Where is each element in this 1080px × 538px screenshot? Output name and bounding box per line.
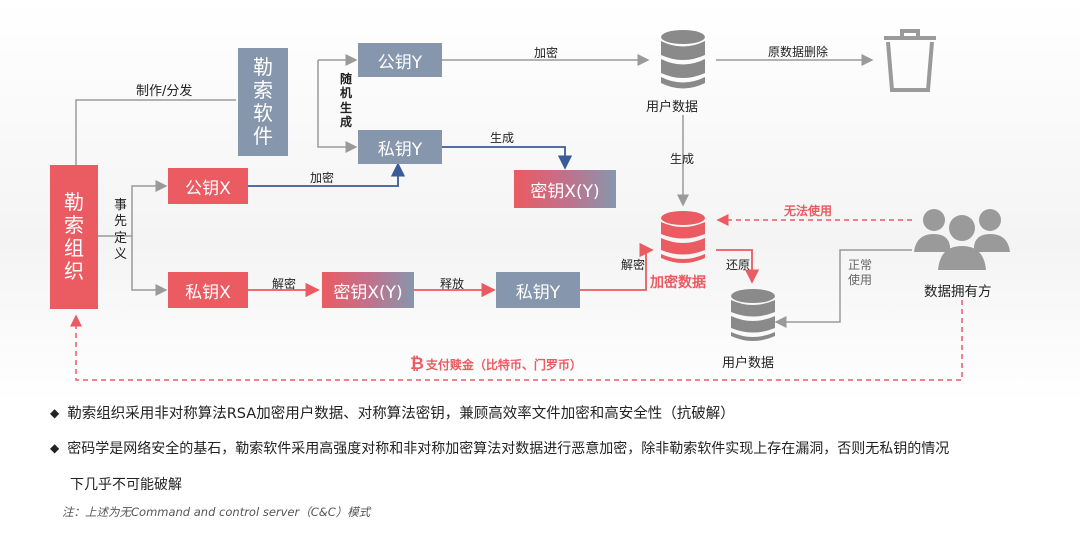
database-icon xyxy=(731,289,775,341)
trash-icon xyxy=(884,29,936,92)
bullet-2-cont: 下几乎不可能破解 xyxy=(70,477,182,493)
pay-ransom-line xyxy=(70,300,963,381)
private-x-box: 私钥X xyxy=(168,272,248,308)
cannot-use-label: 无法使用 xyxy=(784,204,833,218)
bullet-2-text: 密码学是网络安全的基石，勒索软件采用高强度对称和非对称加密算法对数据进行恶意加密… xyxy=(67,441,950,457)
user-data-bottom-label: 用户数据 xyxy=(722,356,775,371)
private-y2-box: 私钥Y xyxy=(496,272,580,308)
to-public-x-line xyxy=(98,180,168,237)
encrypt-mid-line xyxy=(248,162,406,187)
encrypt-top-label: 加密 xyxy=(534,46,559,60)
orig-delete-label: 原数据删除 xyxy=(768,45,829,59)
decrypt-right-label: 解密 xyxy=(621,258,646,272)
ransomware-box: 勒索软件 xyxy=(238,48,288,156)
user-data-top-label: 用户数据 xyxy=(646,100,699,115)
bullet-2: ◆ 密码学是网络安全的基石，勒索软件采用高强度对称和非对称加密算法对数据进行恶意加… xyxy=(50,438,949,458)
ransom-org-box: 勒索组织 xyxy=(50,165,98,309)
users-icon xyxy=(914,209,1010,270)
bullet-1: ◆ 勒索组织采用非对称算法RSA加密用户数据、对称算法密钥，兼顾高效率文件加密和高… xyxy=(50,402,735,423)
generate-top-label: 生成 xyxy=(490,131,515,145)
key-xy-mid-box: 密钥X(Y) xyxy=(322,272,414,308)
decrypt-right-line xyxy=(580,242,654,291)
private-y-box: 私钥Y xyxy=(358,130,442,164)
encrypt-mid-label: 加密 xyxy=(310,171,335,185)
random-gen-label: 随机生成 xyxy=(340,72,353,130)
bitcoin-icon: ₿ xyxy=(410,354,424,374)
pay-ransom-label: 支付赎金（比特币、门罗币） xyxy=(425,357,582,372)
normal-use-line xyxy=(774,249,912,328)
public-y-box: 公钥Y xyxy=(358,43,442,77)
predefined-label: 事先定义 xyxy=(114,198,128,262)
public-x-box: 公钥X xyxy=(168,168,248,204)
to-private-y-line xyxy=(317,60,358,153)
footnote: 注：上述为无Command and control server（C&C）模式 xyxy=(62,505,371,519)
diamond-icon: ◆ xyxy=(50,405,60,420)
encrypted-data-label: 加密数据 xyxy=(650,275,706,291)
decrypt-bottom-label: 解密 xyxy=(272,277,297,291)
database-icon xyxy=(661,211,705,263)
restore-label: 还原 xyxy=(726,258,751,272)
diamond-icon: ◆ xyxy=(50,441,60,455)
make-distribute-label: 制作/分发 xyxy=(136,84,193,99)
data-owner-label: 数据拥有方 xyxy=(924,284,992,300)
to-private-x-line xyxy=(131,236,168,296)
release-label: 释放 xyxy=(440,277,465,291)
key-xy-top-box: 密钥X(Y) xyxy=(514,170,616,208)
restore-line xyxy=(716,249,760,284)
make-distribute-line xyxy=(75,99,236,165)
database-icon xyxy=(661,30,705,89)
pay-ransom: ₿ 支付赎金（比特币、门罗币） xyxy=(410,354,582,374)
normal-use-label: 正常使用 xyxy=(848,258,873,287)
generate-top-line xyxy=(442,146,573,170)
bullet-1-text: 勒索组织采用非对称算法RSA加密用户数据、对称算法密钥，兼顾高效率文件加密和高安… xyxy=(67,406,735,422)
generate-right-label: 生成 xyxy=(670,152,695,166)
